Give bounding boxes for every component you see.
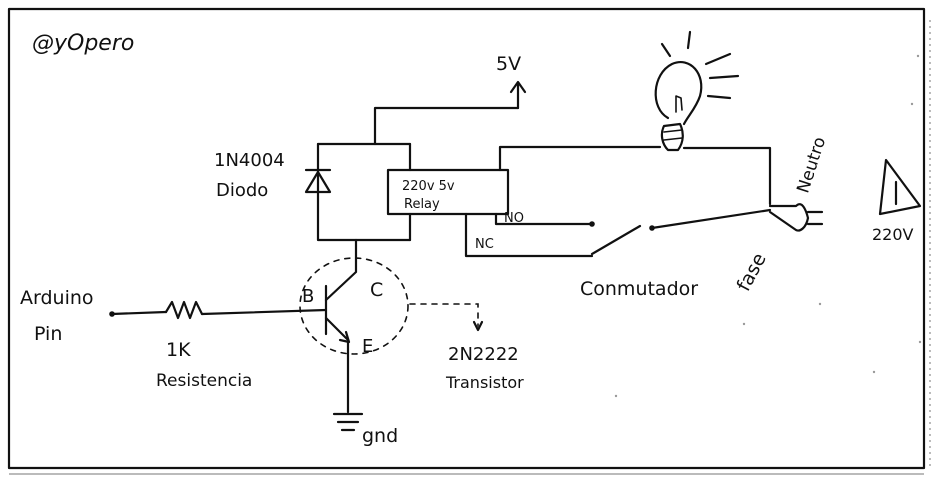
resistor-value-label: 1K xyxy=(166,339,191,361)
resistor-icon xyxy=(164,300,204,320)
relay-no-label: NO xyxy=(504,211,524,226)
lightbulb-icon xyxy=(654,30,740,152)
voltage-label: 220V xyxy=(872,225,914,244)
transistor-part-label: 2N2222 xyxy=(448,344,519,365)
neutral-wire xyxy=(682,146,772,206)
transistor-name-label: Transistor xyxy=(445,373,524,392)
relay-no-wire xyxy=(494,212,592,226)
relay-common-wire xyxy=(498,145,662,172)
collector-label: C xyxy=(370,279,383,301)
arduino-label: Arduino xyxy=(20,287,94,309)
emitter-arrow xyxy=(338,330,351,344)
relay-name-label: Relay xyxy=(404,197,440,212)
emitter-label: E xyxy=(362,336,373,357)
diode-name-label: Diodo xyxy=(216,180,268,201)
switch-lever xyxy=(590,224,642,256)
ground-label: gnd xyxy=(362,425,398,447)
transistor-emitter-lead xyxy=(324,316,350,414)
plug-icon xyxy=(768,203,824,232)
switch-label: Conmutador xyxy=(580,278,698,300)
vcc-label: 5V xyxy=(496,53,521,75)
pin-label: Pin xyxy=(34,323,62,345)
ground-icon xyxy=(332,412,364,432)
phase-wire xyxy=(650,208,772,230)
vcc-wire xyxy=(373,106,520,146)
pin-wire xyxy=(110,310,168,316)
base-label: B xyxy=(302,286,314,307)
vcc-arrow xyxy=(509,80,527,110)
resistor-name-label: Resistencia xyxy=(156,371,252,391)
transistor-collector-lead xyxy=(324,238,358,302)
diode-icon xyxy=(304,168,332,194)
diode-left-wire xyxy=(316,142,412,242)
neutral-label: Neutro xyxy=(793,135,830,196)
relay-nc-label: NC xyxy=(475,237,494,252)
switch-contact-no xyxy=(589,221,595,227)
relay-nc-wire xyxy=(464,212,594,258)
author-label: @yOpero xyxy=(32,31,134,56)
page-frame xyxy=(7,7,926,470)
warning-triangle-icon xyxy=(878,158,922,216)
relay-box xyxy=(386,168,510,216)
transistor-callout xyxy=(409,303,479,327)
relay-rating-label: 220v 5v xyxy=(402,179,455,194)
phase-label: fase xyxy=(733,249,771,295)
callout-arrow xyxy=(472,320,484,332)
diode-part-label: 1N4004 xyxy=(214,150,285,171)
transistor-body xyxy=(299,257,409,355)
base-wire xyxy=(200,308,328,316)
